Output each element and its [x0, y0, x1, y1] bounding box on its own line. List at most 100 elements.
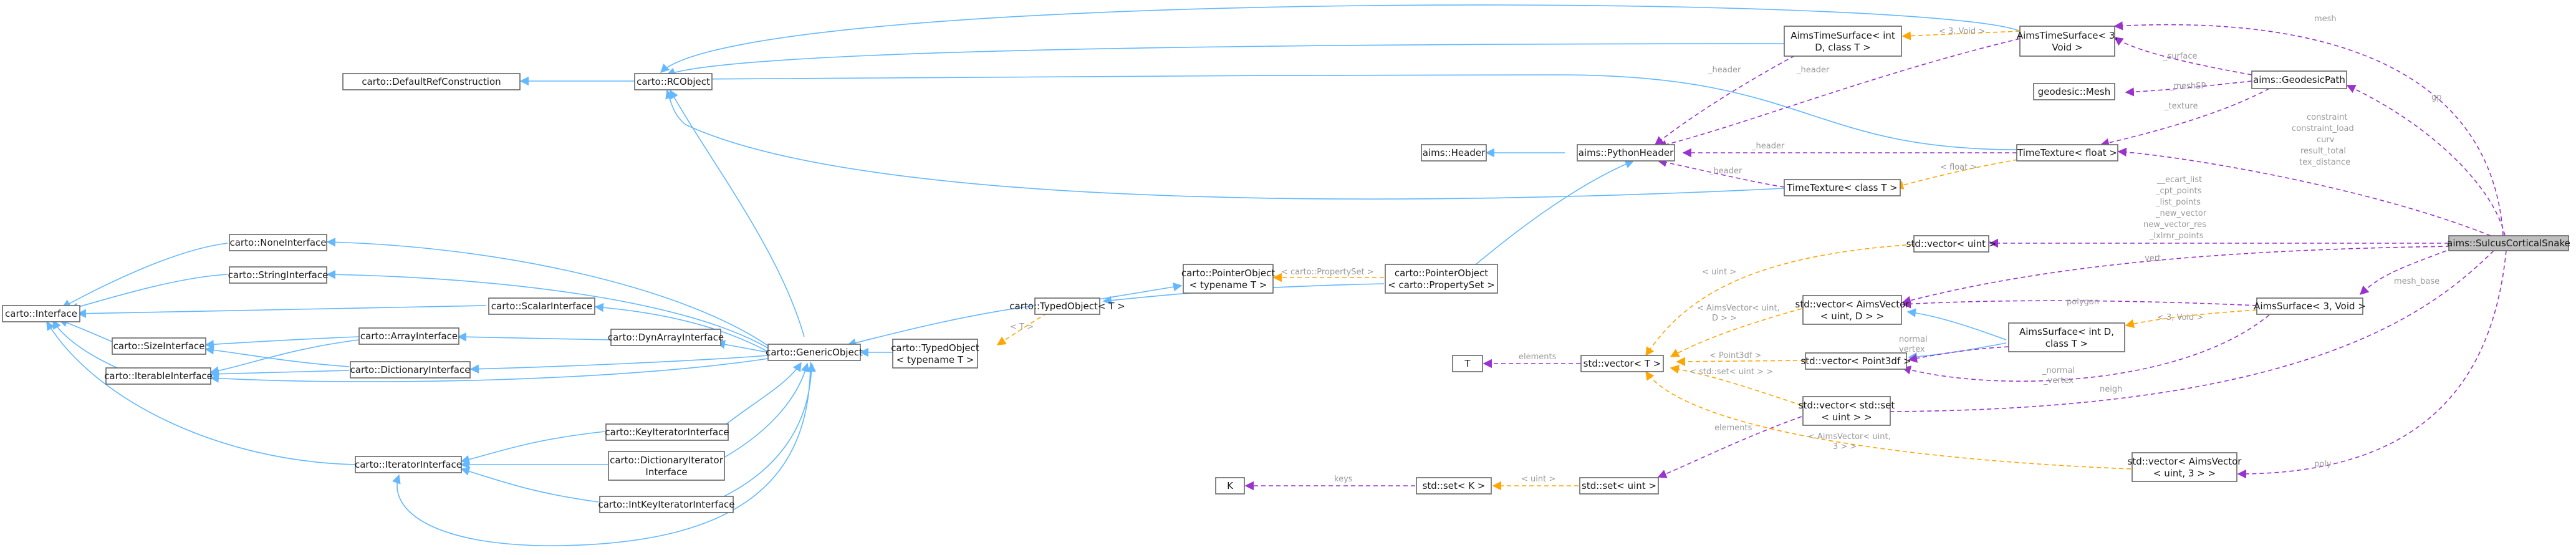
label-surface: _surface	[2163, 52, 2198, 61]
label-t: < T >	[1010, 322, 1034, 332]
node-rcobject[interactable]: carto::RCObject	[634, 73, 713, 90]
node-arrayinterface-label: carto::ArrayInterface	[360, 331, 458, 342]
node-typedobject-t[interactable]: carto::TypedObject< T >	[1009, 297, 1125, 315]
label-keys: keys	[1334, 475, 1353, 484]
node-aimssurface-int[interactable]: AimsSurface< int D, class T >	[2008, 322, 2125, 352]
edge-vecset-vect	[1670, 365, 1802, 406]
node-geodesicpath[interactable]: aims::GeodesicPath	[2251, 70, 2347, 89]
label-uint2: < uint >	[1521, 475, 1555, 484]
node-sizeinterface-label: carto::SizeInterface	[113, 340, 205, 352]
node-defaultrefconstruction[interactable]: carto::DefaultRefConstruction	[342, 73, 521, 90]
label-result-total: result_total	[2300, 147, 2346, 156]
edge-dynarray-array	[457, 332, 612, 342]
node-keyiteratorinterface[interactable]: carto::KeyIteratorInterface	[605, 423, 729, 441]
node-timetexture-t[interactable]: TimeTexture< class T >	[1784, 179, 1901, 196]
node-vector-aimsvector3[interactable]: std::vector< AimsVector < uint, 3 > >	[2128, 452, 2242, 482]
node-vector-aimsvector-line2: < uint, D > >	[1820, 311, 1884, 322]
node-vector-set[interactable]: std::vector< std::set < uint > >	[1799, 396, 1895, 426]
edge-iterator-interface	[46, 321, 356, 465]
node-stringinterface[interactable]: carto::StringInterface	[228, 266, 329, 284]
node-sulcuscorticalsnake[interactable]: aims::SulcusCorticalSnake	[2447, 235, 2570, 251]
edge-typedt-ptrobjtn	[1098, 282, 1183, 300]
node-dictionaryinterface[interactable]: carto::DictionaryInterface	[350, 361, 471, 379]
node-dynarrayinterface[interactable]: carto::DynArrayInterface	[608, 329, 724, 346]
node-typedobject-typename[interactable]: carto::TypedObject < typename T >	[891, 339, 979, 369]
edge-generic-string	[326, 270, 771, 350]
node-set-k[interactable]: std::set< K >	[1416, 477, 1492, 495]
label-header1: _header	[1796, 65, 1830, 75]
node-timesurface-int[interactable]: AimsTimeSurface< int D, class T >	[1784, 26, 1902, 57]
node-aimssurface-int-line1: AimsSurface< int D,	[2019, 326, 2114, 337]
node-vector-t[interactable]: std::vector< T >	[1580, 355, 1664, 372]
node-pointerobject-propertyset-line2: < carto::PropertySet >	[1388, 279, 1495, 291]
node-vector-uint[interactable]: std::vector< uint >	[1906, 235, 1997, 253]
node-arrayinterface[interactable]: carto::ArrayInterface	[358, 327, 459, 345]
node-dictionaryiteratorinterface-line1: carto::DictionaryIterator	[610, 455, 724, 466]
label-elements: elements	[1519, 352, 1557, 362]
node-interface[interactable]: carto::Interface	[2, 305, 80, 322]
edge-vecset-setuint	[1657, 416, 1802, 478]
edge-vecpt3-vect	[1676, 357, 1805, 367]
node-typedobject-typename-line2: < typename T >	[896, 354, 974, 365]
label-mesh-base: mesh_base	[2394, 277, 2439, 286]
edge-timetext-python	[1657, 158, 1785, 188]
node-stringinterface-label: carto::StringInterface	[228, 269, 329, 281]
node-aims-header-label: aims::Header	[1423, 147, 1486, 158]
node-geodesic-mesh[interactable]: geodesic::Mesh	[2033, 83, 2115, 100]
node-sizeinterface[interactable]: carto::SizeInterface	[112, 337, 206, 355]
edge-typedt-generic	[847, 305, 1036, 347]
node-aimssurface-3void[interactable]: AimsSurface< 3, Void >	[2254, 297, 2366, 315]
node-noneinterface[interactable]: carto::NoneInterface	[229, 234, 327, 251]
node-pointerobject-typename[interactable]: carto::PointerObject < typename T >	[1181, 264, 1275, 294]
label-point3df: < Point3df >	[1709, 351, 1761, 360]
node-timesurface-int-line2: D, class T >	[1815, 42, 1871, 53]
node-set-uint-label: std::set< uint >	[1582, 480, 1656, 491]
edge-generic-dynarray	[716, 340, 769, 353]
node-genericobject[interactable]: carto::GenericObject	[766, 344, 863, 361]
label-header3: _header	[1751, 142, 1785, 151]
edge-sulcus-aimssurf3	[2359, 248, 2454, 295]
edge-labels: mesh _surface _meshSP _texture _header _…	[1010, 14, 2442, 484]
label-vertex: vertex	[1899, 345, 1925, 354]
node-pointerobject-propertyset-line1: carto::PointerObject	[1395, 268, 1488, 279]
edge-generic-scalar	[594, 302, 767, 352]
edge-timesurface3-python	[1657, 38, 2021, 149]
edge-aimssurf3-vecaimsvec	[1901, 299, 2257, 309]
edge-geopath-timesurface3	[2113, 37, 2252, 75]
node-timetexture-float-label: TimeTexture< float >	[2017, 147, 2117, 158]
node-k[interactable]: K	[1215, 477, 1245, 495]
node-timesurface-3void[interactable]: AimsTimeSurface< 3, Void >	[2017, 26, 2118, 57]
label-sulcus-fields: constraint constraint_load curv result_t…	[2292, 113, 2354, 167]
edge-dictiter-generic	[707, 362, 810, 467]
node-scalarinterface[interactable]: carto::ScalarInterface	[488, 297, 595, 315]
node-geodesicpath-label: aims::GeodesicPath	[2253, 74, 2345, 85]
node-aimssurface-int-line2: class T >	[2045, 338, 2088, 349]
node-intkeyiteratorinterface[interactable]: carto::IntKeyIteratorInterface	[598, 496, 735, 513]
label-vertex2: _vertex	[2043, 376, 2074, 385]
node-dictionaryiteratorinterface[interactable]: carto::DictionaryIterator Interface	[608, 451, 725, 481]
node-pointerobject-propertyset[interactable]: carto::PointerObject < carto::PropertySe…	[1385, 264, 1498, 294]
node-t[interactable]: T	[1452, 355, 1483, 372]
node-aims-header[interactable]: aims::Header	[1421, 144, 1487, 162]
node-aimssurface-3void-label: AimsSurface< 3, Void >	[2254, 301, 2366, 312]
node-timetexture-float[interactable]: TimeTexture< float >	[2016, 144, 2118, 162]
label-header2: _header	[1708, 65, 1741, 75]
label-new-vector: _new_vector	[2155, 209, 2207, 218]
edge-ptrobj-python	[1471, 160, 1635, 269]
node-vector-aimsvector[interactable]: std::vector< AimsVector < uint, D > >	[1795, 295, 1910, 325]
edges	[46, 4, 2507, 546]
node-pointerobject-typename-line2: < typename T >	[1189, 279, 1267, 291]
node-vector-point3df[interactable]: std::vector< Point3df >	[1800, 352, 1911, 370]
node-dictionaryinterface-label: carto::DictionaryInterface	[350, 364, 471, 375]
edge-timesurfaceint-rcobject	[666, 43, 1785, 77]
node-iteratorinterface[interactable]: carto::IteratorInterface	[355, 456, 462, 473]
edge-noneiface-interface	[61, 243, 228, 308]
label-lxlrnr-points: _lxlrnr_points	[2149, 231, 2204, 241]
label-normal2: _normal	[2042, 366, 2075, 375]
label-float: < float >	[1940, 163, 1977, 172]
node-set-uint[interactable]: std::set< uint >	[1579, 477, 1659, 495]
edge-generic-iterator	[392, 361, 811, 546]
node-iterableinterface[interactable]: carto::IterableInterface	[104, 367, 213, 385]
node-pythonheader[interactable]: aims::PythonHeader	[1577, 144, 1675, 162]
